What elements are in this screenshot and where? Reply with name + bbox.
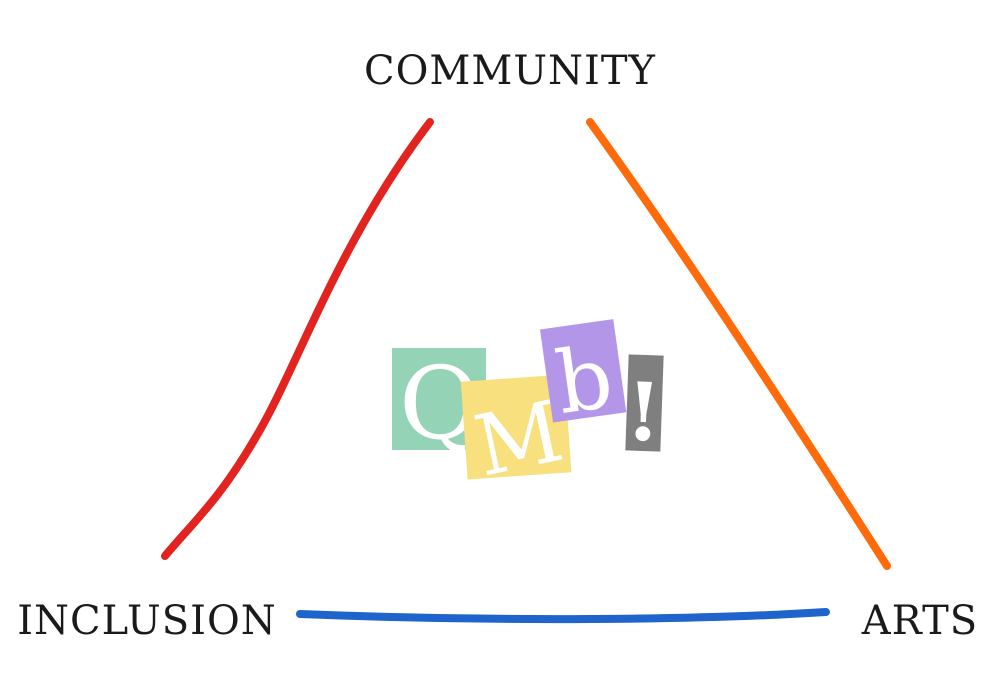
label-arts: ARTS bbox=[861, 598, 978, 644]
logo-tile-exclamation: ! bbox=[624, 354, 664, 460]
edge-community-arts bbox=[586, 118, 891, 570]
logo-letter-exclamation: ! bbox=[624, 364, 662, 459]
label-inclusion: INCLUSION bbox=[17, 598, 277, 644]
edge-community-inclusion bbox=[161, 118, 434, 560]
label-community: COMMUNITY bbox=[364, 48, 656, 94]
edge-inclusion-arts bbox=[296, 608, 830, 624]
logo-tile-b: b bbox=[539, 319, 627, 434]
qmb-logo: Q M b ! bbox=[392, 319, 664, 496]
